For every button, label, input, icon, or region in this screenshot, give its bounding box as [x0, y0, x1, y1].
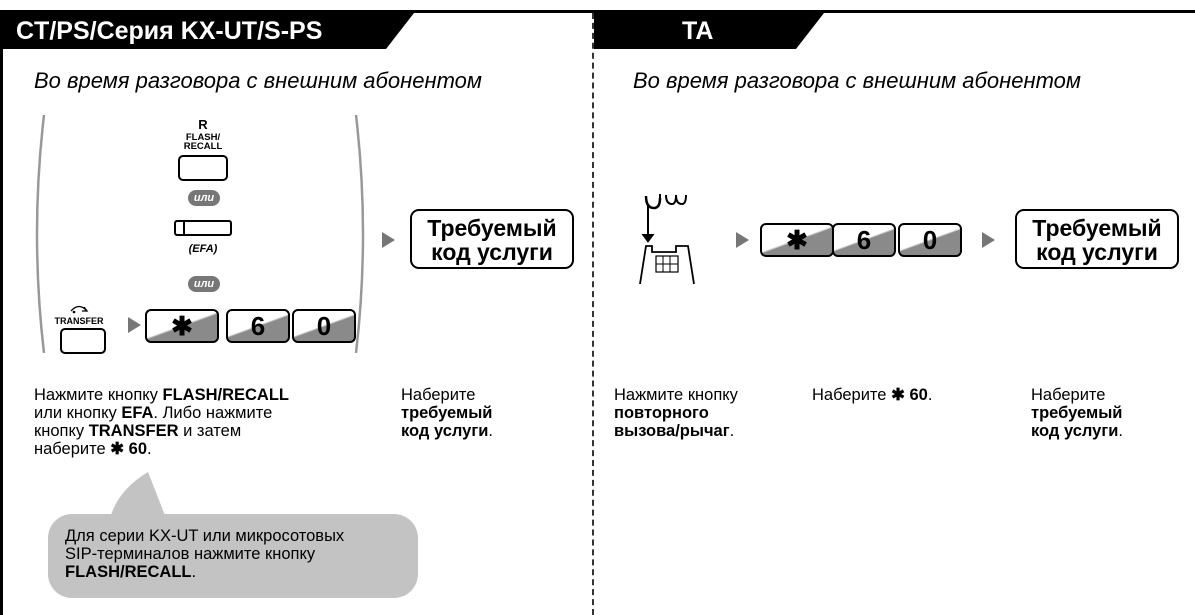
- header-ct-ps: CT/PS/Серия KX-UT/S-PS: [0, 13, 414, 49]
- flash-recall-button[interactable]: [178, 155, 228, 181]
- flash-label-1: FLASH/: [185, 132, 221, 143]
- transfer-label: TRANSFER: [54, 316, 104, 326]
- instruction-right-1: Нажмите кнопку повторного вызова/рычаг.: [614, 386, 738, 440]
- efa-button[interactable]: [174, 220, 232, 236]
- or-badge-1: или: [188, 190, 220, 206]
- transfer-button[interactable]: [60, 328, 106, 354]
- callout-pointer: [110, 472, 166, 518]
- instruction-right-3: Наберите требуемый код услуги.: [1031, 386, 1123, 440]
- service-code-box-left: Требуемый код услуги: [410, 209, 574, 269]
- context-right: Во время разговора с внешним абонентом: [633, 68, 1081, 93]
- section-divider: [592, 13, 594, 615]
- or-badge-2: или: [188, 276, 220, 292]
- flash-label-2: RECALL: [183, 141, 223, 152]
- instruction-right-2: Наберите ✱ 60.: [812, 386, 933, 404]
- instruction-left-2: Наберите требуемый код услуги.: [401, 386, 493, 440]
- key-star-left[interactable]: ✱: [145, 309, 219, 343]
- service-code-box-right: Требуемый код услуги: [1015, 209, 1179, 269]
- key-6-left[interactable]: 6: [226, 309, 290, 343]
- frame-left-border: [0, 10, 3, 615]
- arrow-to-code-left: [382, 232, 395, 248]
- flash-label-r: R: [198, 117, 208, 132]
- arrow-to-keys-left: [128, 317, 141, 333]
- frame-top-border: [0, 10, 1195, 13]
- hookswitch-icon: [639, 194, 695, 284]
- header-ta: TA: [594, 13, 824, 49]
- key-6-right[interactable]: 6: [832, 223, 896, 257]
- key-0-left[interactable]: 0: [292, 309, 356, 343]
- efa-label: (EFA): [188, 243, 218, 255]
- key-0-right[interactable]: 0: [898, 223, 962, 257]
- or-group-bracket: [35, 114, 365, 354]
- callout-note: Для серии KX-UT или микросотовых SIP-тер…: [48, 514, 418, 598]
- key-star-right[interactable]: ✱: [760, 223, 834, 257]
- arrow-to-keys-right: [736, 232, 749, 248]
- instruction-left-1: Нажмите кнопку FLASH/RECALL или кнопку E…: [34, 386, 290, 458]
- context-left: Во время разговора с внешним абонентом: [34, 68, 482, 93]
- arrow-to-code-right: [982, 232, 995, 248]
- transfer-arrow-icon: [70, 305, 89, 314]
